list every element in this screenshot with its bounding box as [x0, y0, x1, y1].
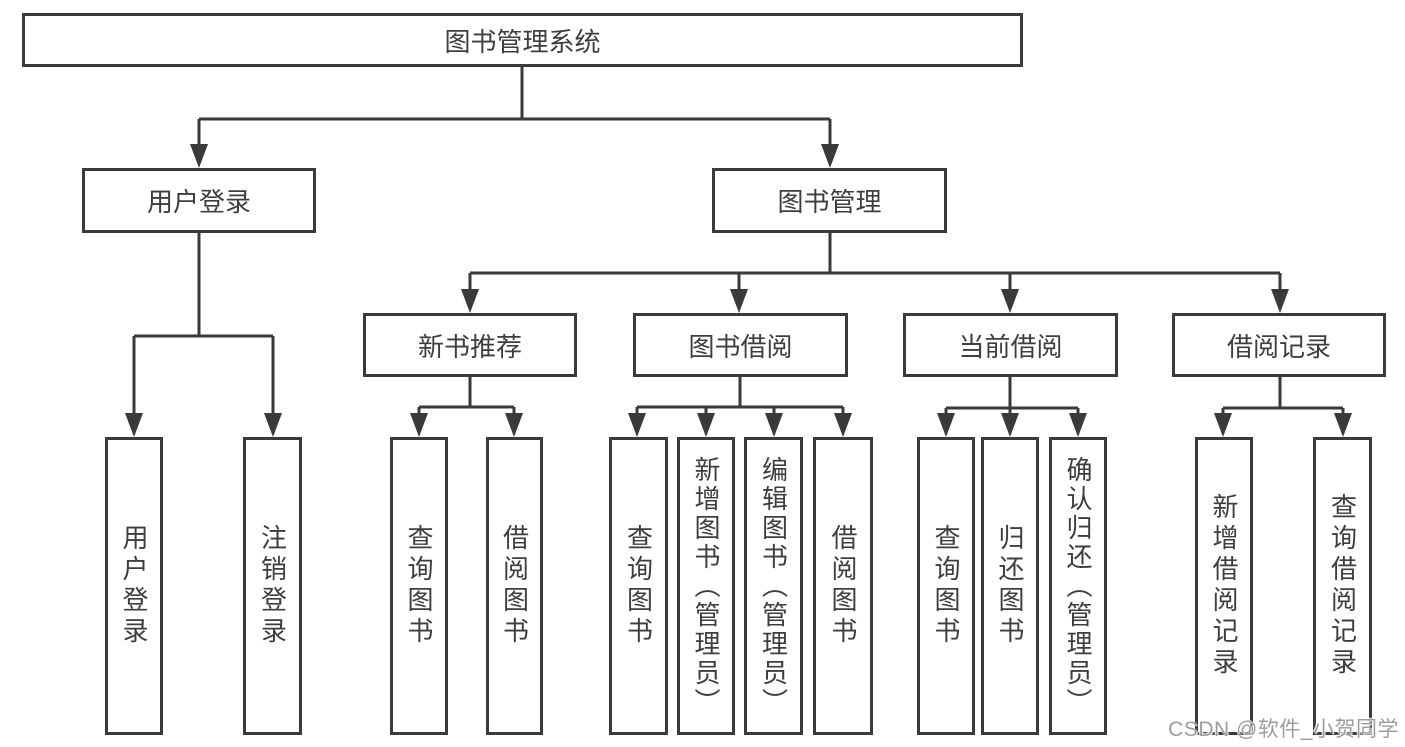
node-label: 确认归还（管理员） — [1063, 455, 1093, 717]
leaf-query-borrow-record: 查询借阅记录 — [1313, 437, 1372, 735]
leaf-borrow-books: 借阅图书 — [813, 437, 873, 735]
leaf-query-books: 查询图书 — [609, 437, 668, 735]
node-label: 新书推荐 — [417, 331, 522, 362]
node-label: 借阅图书 — [828, 524, 858, 648]
node-label: 注销登录 — [257, 524, 288, 648]
node-current-borrow: 当前借阅 — [903, 313, 1118, 377]
node-book-management: 图书管理 — [712, 168, 947, 233]
leaf-return-books: 归还图书 — [981, 437, 1039, 735]
node-user-login: 用户登录 — [82, 168, 316, 233]
connector-records-to-leaves — [1221, 377, 1345, 416]
node-label: 当前借阅 — [958, 331, 1063, 362]
connector-root-to-level2 — [197, 67, 832, 147]
connector-login-to-leaves — [132, 233, 275, 416]
leaf-borrow-books: 借阅图书 — [486, 437, 543, 735]
leaf-query-books: 查询图书 — [917, 437, 975, 735]
node-label: 用户登录 — [146, 187, 251, 217]
node-new-book-recommend: 新书推荐 — [363, 313, 577, 377]
node-label: 查询图书 — [931, 524, 961, 648]
leaf-edit-books-admin: 编辑图书（管理员） — [744, 437, 803, 735]
connector-newrec-to-leaves — [417, 377, 516, 416]
node-label: 图书借阅 — [688, 331, 793, 362]
leaf-query-books: 查询图书 — [390, 437, 448, 735]
leaf-user-login: 用户登录 — [105, 437, 163, 735]
node-label: 查询图书 — [623, 524, 654, 648]
node-borrow-records: 借阅记录 — [1172, 313, 1386, 377]
node-label: 新增图书（管理员） — [691, 455, 721, 717]
watermark: CSDN @软件_小贺同学 — [1168, 718, 1399, 741]
leaf-add-books-admin: 新增图书（管理员） — [677, 437, 735, 735]
leaf-logout: 注销登录 — [243, 437, 302, 735]
node-label: 图书管理系统 — [444, 26, 601, 57]
connector-mgmt-to-level3 — [468, 233, 1282, 292]
arrowheads — [125, 144, 1352, 437]
node-label: 图书管理 — [777, 187, 882, 217]
node-label: 借阅图书 — [499, 524, 530, 648]
leaf-add-borrow-record: 新增借阅记录 — [1195, 437, 1253, 735]
node-label: 查询图书 — [404, 524, 434, 648]
connector-borrow-to-leaves — [635, 377, 845, 416]
node-book-borrow: 图书借阅 — [633, 313, 848, 377]
leaf-confirm-return-admin: 确认归还（管理员） — [1049, 437, 1107, 735]
node-library-management-system: 图书管理系统 — [22, 13, 1023, 67]
node-label: 编辑图书（管理员） — [758, 455, 789, 717]
node-label: 用户登录 — [119, 524, 149, 648]
node-label: 新增借阅记录 — [1209, 493, 1239, 679]
node-label: 归还图书 — [995, 524, 1025, 648]
node-label: 借阅记录 — [1226, 331, 1331, 362]
node-label: 查询借阅记录 — [1327, 493, 1358, 679]
connector-current-to-leaves — [944, 377, 1080, 416]
